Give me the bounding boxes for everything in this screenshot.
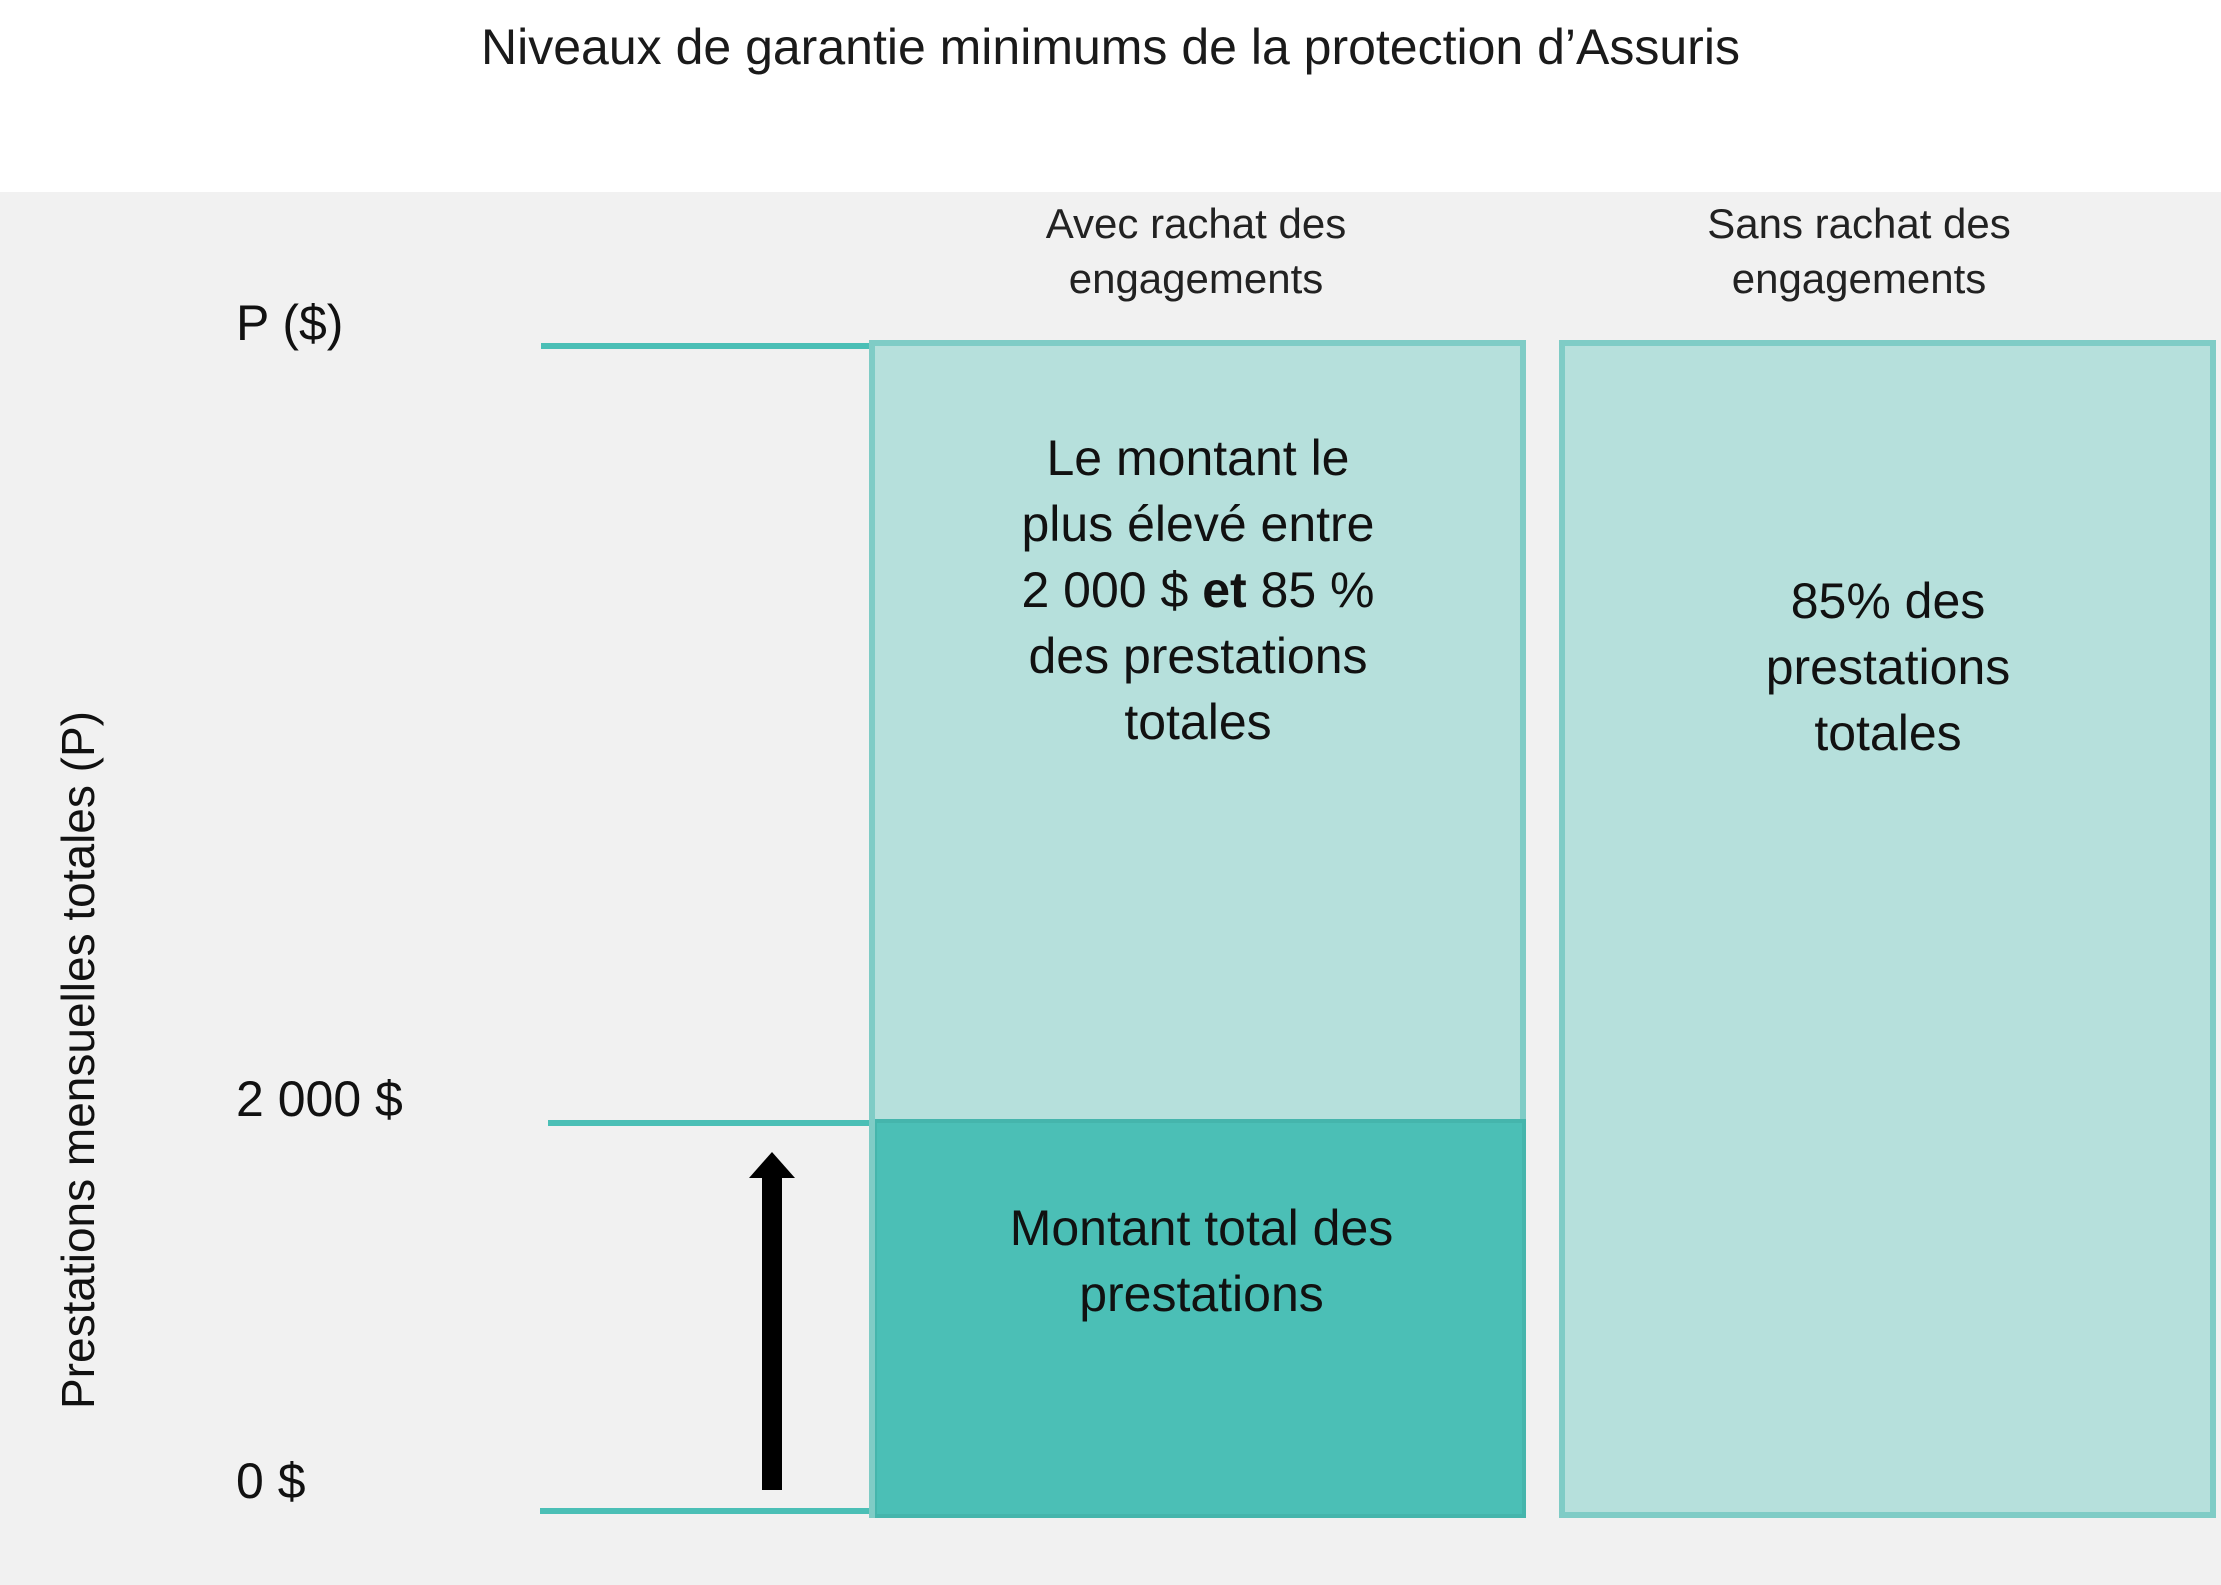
box-right-line-2: prestations	[1765, 639, 2011, 695]
box-upper-line-3: 2 000 $ et 85 %	[880, 557, 1516, 623]
box-upper-line-1: Le montant le	[1046, 430, 1350, 486]
level-line-2000	[548, 1120, 877, 1126]
box-upper-line-5: totales	[1124, 694, 1272, 750]
level-line-zero	[540, 1508, 877, 1514]
box-lower-line-1: Montant total des	[1009, 1200, 1394, 1256]
box-upper-line-4: des prestations	[1028, 628, 1368, 684]
y-tick-top: P ($)	[236, 295, 344, 351]
up-arrow-icon	[749, 1152, 795, 1178]
column-header-with-buyback: Avec rachat des engagements	[1045, 200, 1347, 302]
box-right-line-3: totales	[1814, 705, 1962, 761]
box-with-buyback-lower-text: Montant total des prestations	[880, 1195, 1523, 1327]
box-upper-line-2: plus élevé entre	[1021, 496, 1375, 552]
box-with-buyback-lower	[873, 1119, 1526, 1518]
box-without-buyback-text: 85% des prestations totales	[1570, 568, 2206, 766]
box-right-line-1: 85% des	[1790, 573, 1986, 629]
box-upper-line-3-a: 2 000 $	[1021, 562, 1203, 618]
y-axis-title: Prestations mensuelles totales (P)	[52, 711, 104, 1409]
up-arrow-shaft	[762, 1176, 782, 1490]
box-with-buyback-lower-edge	[869, 1119, 875, 1518]
box-without-buyback	[1559, 340, 2216, 1518]
box-upper-line-3-b: 85 %	[1246, 562, 1375, 618]
y-tick-2000: 2 000 $	[236, 1071, 403, 1127]
box-with-buyback-upper-text: Le montant le plus élevé entre 2 000 $ e…	[880, 425, 1516, 755]
box-lower-line-2: prestations	[1079, 1266, 1324, 1322]
y-tick-zero: 0 $	[236, 1453, 306, 1509]
diagram-title: Niveaux de garantie minimums de la prote…	[481, 19, 1740, 75]
column-header-without-buyback: Sans rachat des engagements	[1707, 200, 2011, 302]
box-upper-line-3-bold: et	[1202, 562, 1247, 618]
level-line-top	[541, 343, 877, 349]
